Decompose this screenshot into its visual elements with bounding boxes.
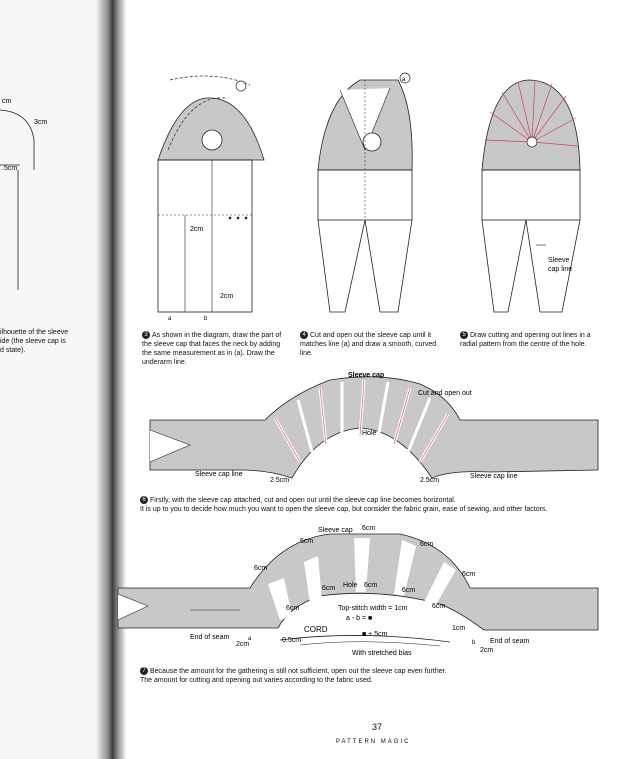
mid-label-hole: Hole	[362, 430, 377, 437]
mid-label-2-5cm-right: 2.5cm	[420, 477, 439, 484]
bottom-label-end-seam-left: End of seam	[190, 634, 229, 641]
bottom-label-6cm-i: 6cm	[286, 605, 299, 612]
left-page-caption: ilhouette of the sleeve ide (the sleeve …	[0, 329, 69, 354]
step-number-badge: 3	[142, 331, 150, 340]
mid-label-cap-line-right: Sleeve cap line	[470, 473, 518, 480]
bottom-label-stretched-bias: With stretched bias	[352, 650, 412, 657]
bottom-label-6cm-e: 6cm	[462, 571, 475, 578]
bottom-label-b: b	[472, 640, 476, 646]
bottom-label-hole: Hole	[343, 582, 358, 589]
diagram-1-sleeve-draft	[157, 75, 265, 313]
bottom-label-6cm-b: 6cm	[300, 538, 313, 545]
bottom-label-2cm-right: 2cm	[480, 647, 493, 654]
left-page	[0, 0, 100, 759]
bottom-diagram-gathered-sleeve	[117, 533, 599, 647]
mid-label-cut-open: Cut and open out	[418, 390, 472, 397]
mid-label-cap-line-left: Sleeve cap line	[195, 471, 243, 478]
left-label-1: 3cm	[34, 119, 47, 126]
bottom-label-0-5cm: 0.5cm	[282, 637, 301, 644]
d1-label-2cm-bottom: 2cm	[220, 293, 233, 300]
bottom-label-plus-5cm: ■ + 5cm	[362, 631, 388, 638]
bottom-label-sleeve-cap: Sleeve cap	[318, 527, 353, 534]
bottom-label-a: a	[248, 636, 252, 642]
bottom-label-6cm-c: 6cm	[420, 541, 433, 548]
d1-label-b: b	[204, 316, 208, 322]
mid-label-sleeve-cap: Sleeve cap	[348, 372, 384, 379]
page-number: 37	[372, 722, 383, 732]
bottom-label-end-seam-right: End of seam	[490, 638, 529, 645]
bottom-label-2cm-left: 2cm	[236, 641, 249, 648]
left-label-2: .5cm	[2, 165, 17, 172]
d1-label-2cm-top: 2cm	[190, 226, 203, 233]
bottom-label-6cm-f: 6cm	[322, 585, 335, 592]
mid-diagram-open-sleeve	[149, 376, 599, 479]
step-number-badge: 6	[140, 496, 148, 505]
book-gutter	[96, 0, 126, 759]
d3-label-cap-line: cap line	[548, 266, 572, 273]
diagram-2-sleeve-opened	[317, 72, 413, 313]
bottom-label-formula: a - b = ■	[346, 615, 372, 622]
bottom-label-topstitch: Top-stitch width = 1cm	[338, 605, 408, 612]
diagram-3-radial-lines	[481, 79, 581, 313]
bottom-label-6cm-j: 6cm	[432, 603, 445, 610]
mid-label-2-5cm-left: 2.5cm	[270, 477, 289, 484]
bottom-label-cord: CORD	[304, 625, 328, 634]
bottom-label-6cm-a: 6cm	[362, 525, 375, 532]
d3-label-sleeve: Sleeve	[548, 257, 570, 264]
step-number-badge: 4	[300, 331, 308, 340]
book-title-footer: PATTERN MAGIC	[336, 739, 411, 745]
bottom-label-6cm-d: 6cm	[254, 565, 267, 572]
bottom-label-6cm-h: 6cm	[402, 587, 415, 594]
step-number-badge: 5	[460, 331, 468, 340]
left-page-sleeve-fragment	[0, 109, 35, 290]
bottom-label-1cm: 1cm	[452, 625, 465, 632]
d1-label-a: a	[168, 316, 172, 322]
d2-label-a: a	[402, 77, 406, 83]
left-label-0: cm	[2, 98, 12, 105]
step-number-badge: 7	[140, 667, 148, 676]
bottom-label-6cm-g: 6cm	[364, 582, 377, 589]
